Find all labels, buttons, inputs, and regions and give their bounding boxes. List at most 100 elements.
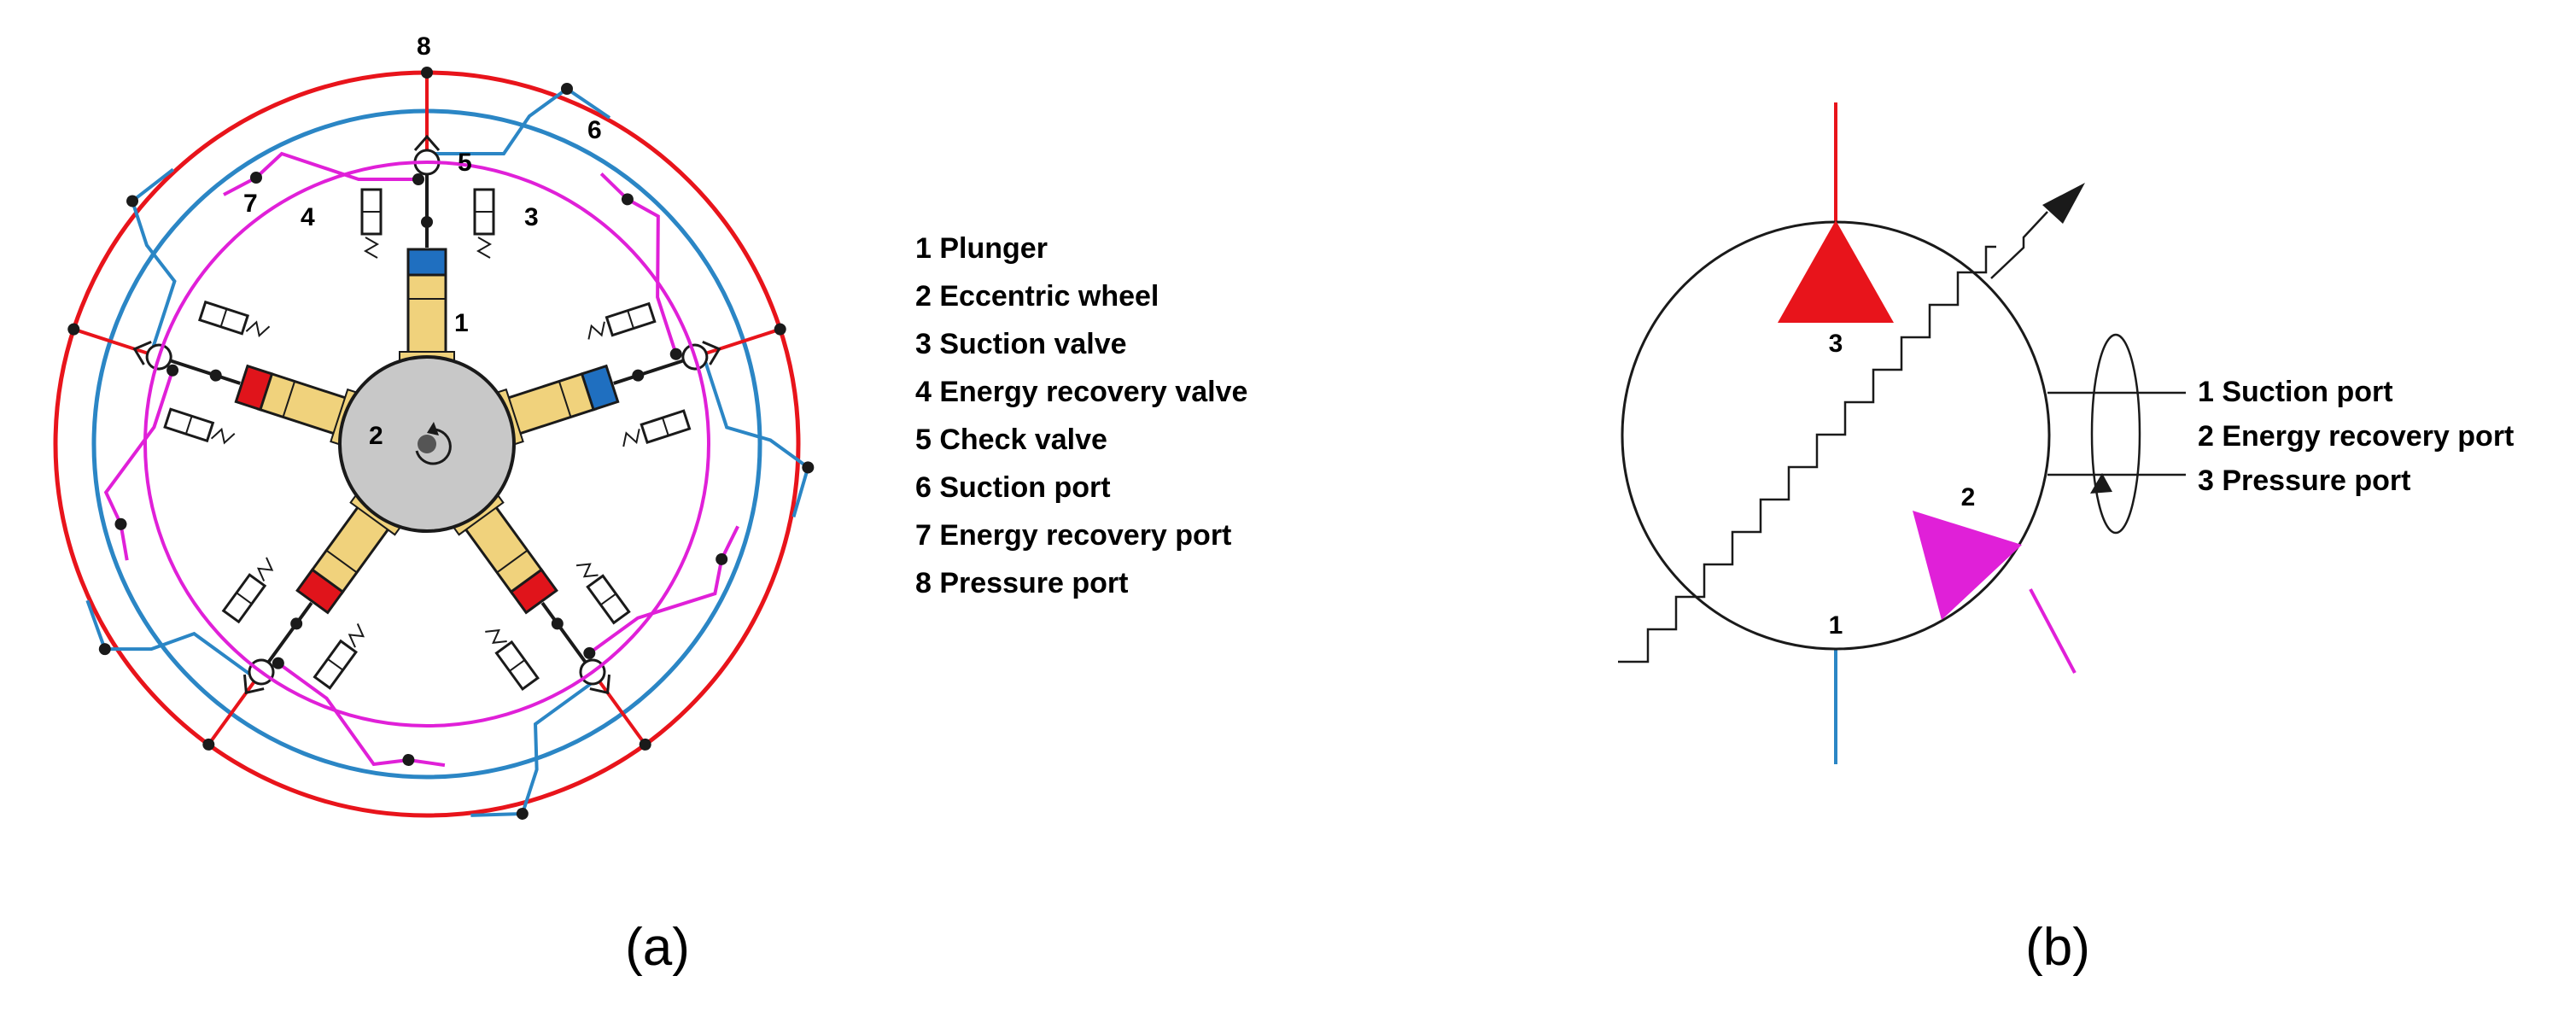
variable-displacement-stair (1618, 245, 1996, 663)
pump-modules (67, 67, 815, 820)
plunger-cap (509, 568, 558, 615)
pump-module-4 (85, 557, 446, 768)
rod (540, 601, 594, 674)
check-valve-seat (132, 341, 152, 365)
recovery-tap (599, 172, 629, 201)
junction-dot (98, 643, 111, 656)
junction-dot (669, 348, 682, 360)
panel-a-radial-pump: 8 6 5 7 4 3 1 2 (53, 32, 815, 820)
plunger-cap (580, 364, 620, 412)
label-recovery-port: 7 (243, 190, 258, 218)
legend-a-item-2: 2 Eccentric wheel (915, 280, 1159, 313)
recovery-ring (143, 161, 710, 728)
suction-valve-divider (662, 417, 669, 436)
junction-dot (639, 738, 651, 751)
plunger-cap (295, 568, 345, 615)
suction-branch (704, 361, 809, 470)
suction-valve-spring (476, 237, 493, 259)
caption-a: (a) (625, 918, 690, 977)
pressure-branch (73, 327, 160, 359)
pressure-branch (207, 670, 263, 746)
recovery-branch (588, 558, 724, 655)
junction-dot (166, 364, 179, 377)
suction-valve-spring (256, 557, 274, 581)
junction-dot (716, 552, 728, 565)
caption-b: (b) (2025, 918, 2090, 977)
recovery-branch (103, 370, 174, 525)
pressure-port-triangle (1778, 220, 1894, 323)
suction-branch (520, 682, 592, 815)
junction-dot (774, 323, 786, 336)
legend-a-item-3: 3 Suction valve (915, 328, 1127, 360)
rotation-arrowhead-icon (427, 422, 439, 435)
suction-tap (470, 811, 523, 817)
junction-dot (250, 172, 262, 184)
panel-b-pump-symbol: 3 2 1 (1618, 102, 2186, 764)
recovery-valve-spring (587, 321, 605, 340)
junction-dot (126, 195, 139, 207)
plunger-body (406, 272, 447, 360)
junction-dot (632, 369, 645, 382)
recovery-tap (408, 757, 446, 768)
junction-dot (202, 738, 215, 751)
variable-arrowhead-icon (2042, 183, 2085, 224)
suction-valve-spring (245, 320, 271, 338)
junction-dot (583, 646, 596, 659)
check-valve-seat (589, 674, 611, 695)
suction-valve-spring (485, 628, 507, 644)
recovery-line (2029, 588, 2077, 674)
recovery-valve-divider (627, 310, 634, 329)
junction-dot (621, 193, 634, 206)
recovery-valve-spring (363, 237, 380, 259)
check-valve-seat (242, 674, 265, 695)
legend-a: 1 Plunger 2 Eccentric wheel 3 Suction va… (915, 232, 1247, 599)
junction-dot (412, 173, 424, 185)
suction-branch (131, 200, 177, 348)
legend-a-item-4: 4 Energy recovery valve (915, 376, 1247, 408)
legend-a-item-8: 8 Pressure port (915, 567, 1128, 599)
suction-valve-divider (219, 308, 228, 327)
suction-tap (85, 599, 107, 650)
label-plunger: 1 (454, 309, 469, 337)
recovery-branch (277, 662, 409, 767)
rod (260, 601, 313, 674)
plunger-1 (399, 248, 455, 365)
suction-tap (131, 167, 175, 203)
legend-b-item-2: 2 Energy recovery port (2198, 420, 2514, 453)
junction-dot (114, 517, 127, 530)
rotation-direction-arrowhead-icon (2090, 473, 2112, 494)
recovery-branch (254, 151, 418, 181)
legend-a-item-7: 7 Energy recovery port (915, 519, 1231, 552)
pump-module-1 (223, 67, 611, 259)
pressure-branch (694, 327, 781, 359)
junction-dot (516, 807, 529, 820)
pressure-branch (591, 670, 647, 746)
legend-a-item-6: 6 Suction port (915, 471, 1111, 504)
plunger-divider (496, 549, 529, 574)
recovery-valve-divider (599, 593, 616, 606)
plunger-divider (282, 381, 296, 418)
legend-b: 1 Suction port 2 Energy recovery port 3 … (2198, 376, 2514, 497)
legend-a-item-5: 5 Check valve (915, 424, 1107, 456)
junction-dot (561, 83, 573, 95)
plunger-divider (558, 381, 572, 418)
recovery-tap (223, 176, 257, 196)
legend-b-item-3: 3 Pressure port (2198, 465, 2410, 497)
legend-a-item-1: 1 Plunger (915, 232, 1048, 265)
recovery-valve-divider (184, 415, 193, 435)
label-pressure-port: 8 (417, 32, 431, 61)
suction-valve-divider (236, 592, 253, 605)
suction-valve-spring (622, 429, 640, 447)
junction-dot (402, 753, 415, 766)
recovery-valve-spring (210, 427, 236, 445)
rod (158, 355, 241, 385)
label-eccentric-wheel: 2 (369, 422, 383, 450)
recovery-valve-spring (348, 623, 365, 648)
label-b-suction: 1 (1829, 611, 1843, 640)
rotation-arrow-icon (415, 428, 452, 465)
label-b-recovery: 2 (1961, 483, 1976, 511)
pump-module-5 (67, 167, 271, 561)
recovery-tap (119, 523, 129, 561)
junction-dot (421, 67, 433, 79)
